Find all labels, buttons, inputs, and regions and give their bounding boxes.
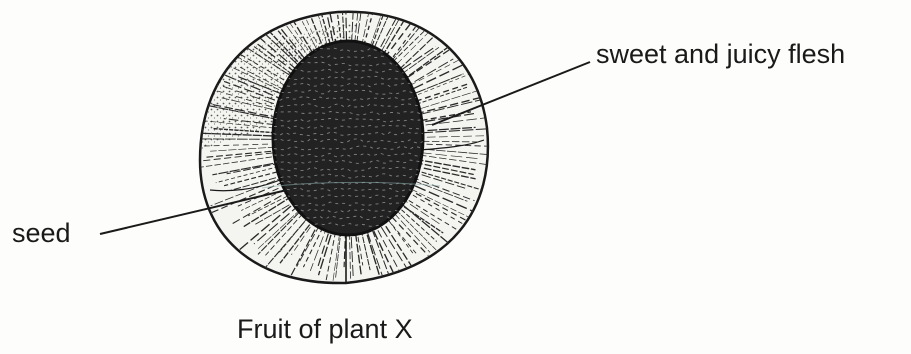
flesh-label: sweet and juicy flesh (596, 41, 845, 68)
seed-label: seed (12, 220, 71, 247)
figure-caption: Fruit of plant X (237, 316, 413, 343)
